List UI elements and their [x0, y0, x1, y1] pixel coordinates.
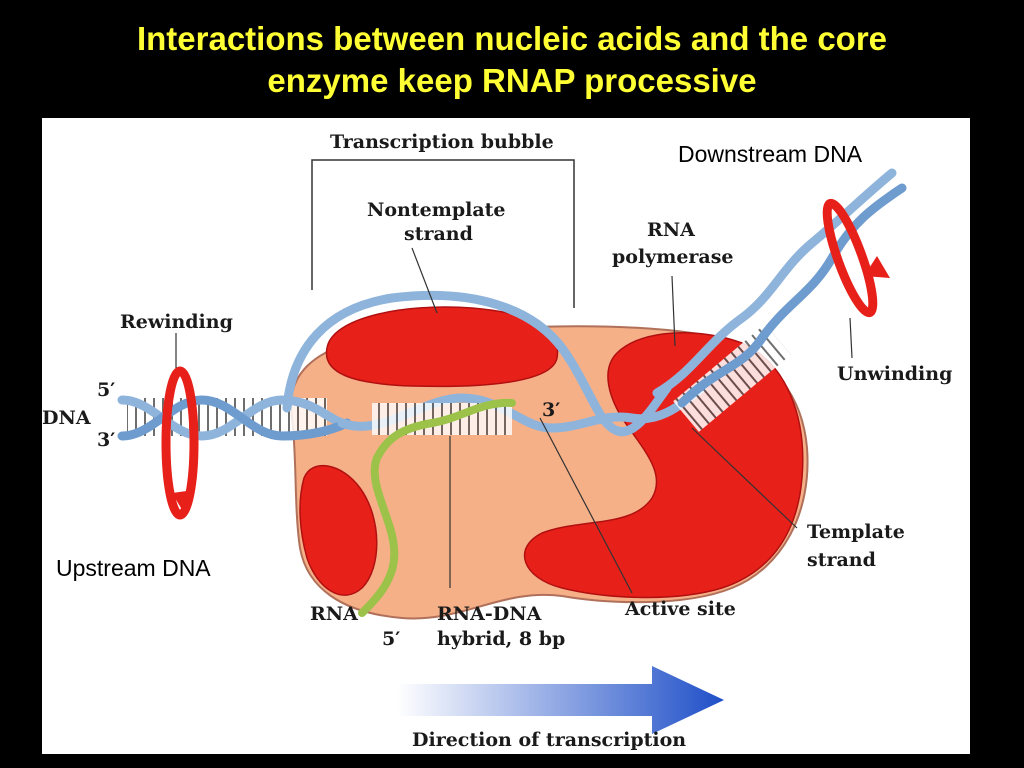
slide-title-line-1: Interactions between nucleic acids and t…	[136, 20, 888, 57]
label-three-prime-rna: 3′	[542, 399, 560, 421]
label-nontemplate-strand-1: Nontemplate	[367, 199, 506, 221]
label-template-strand-2: strand	[807, 549, 876, 571]
label-downstream-dna: Downstream DNA	[678, 141, 863, 167]
upstream-dna-helix	[117, 395, 352, 441]
label-rna-polymerase-2: polymerase	[612, 246, 734, 268]
slide-title-line-2: enzyme keep RNAP processive	[267, 62, 757, 99]
transcription-diagram: Transcription bubble Nontemplate strand …	[42, 118, 970, 754]
slide-title: Interactions between nucleic acids and t…	[0, 18, 1024, 102]
unwinding-arrow	[822, 198, 890, 318]
label-rna: RNA	[310, 603, 358, 625]
label-direction-of-transcription: Direction of transcription	[412, 729, 686, 751]
rna-strand	[358, 398, 516, 617]
label-dna: DNA	[42, 407, 91, 429]
leader-lines	[175, 247, 853, 594]
label-rewinding: Rewinding	[120, 311, 233, 333]
label-transcription-bubble: Transcription bubble	[330, 131, 554, 153]
rewinding-arrow	[161, 366, 199, 520]
transcription-bubble-bracket	[311, 159, 575, 308]
enzyme-lobe-top	[325, 306, 559, 388]
label-template-strand-1: Template	[807, 521, 905, 543]
label-five-prime-top: 5′	[97, 379, 115, 401]
label-rna-dna-hybrid-1: RNA-DNA	[437, 603, 542, 625]
direction-arrow	[397, 666, 724, 734]
nontemplate-strand	[282, 291, 672, 437]
label-rna-dna-hybrid-2: hybrid, 8 bp	[437, 628, 565, 650]
label-unwinding: Unwinding	[837, 363, 952, 385]
label-active-site: Active site	[624, 598, 736, 620]
label-rna-polymerase-1: RNA	[647, 219, 695, 241]
transcription-diagram-svg: Transcription bubble Nontemplate strand …	[42, 118, 970, 754]
label-five-prime-rna: 5′	[382, 628, 400, 650]
downstream-dna-helix	[652, 168, 907, 432]
label-three-prime-bottom: 3′	[97, 429, 115, 451]
enzyme-lobe-left	[299, 464, 378, 596]
label-nontemplate-strand-2: strand	[404, 223, 473, 245]
label-upstream-dna: Upstream DNA	[56, 555, 211, 581]
